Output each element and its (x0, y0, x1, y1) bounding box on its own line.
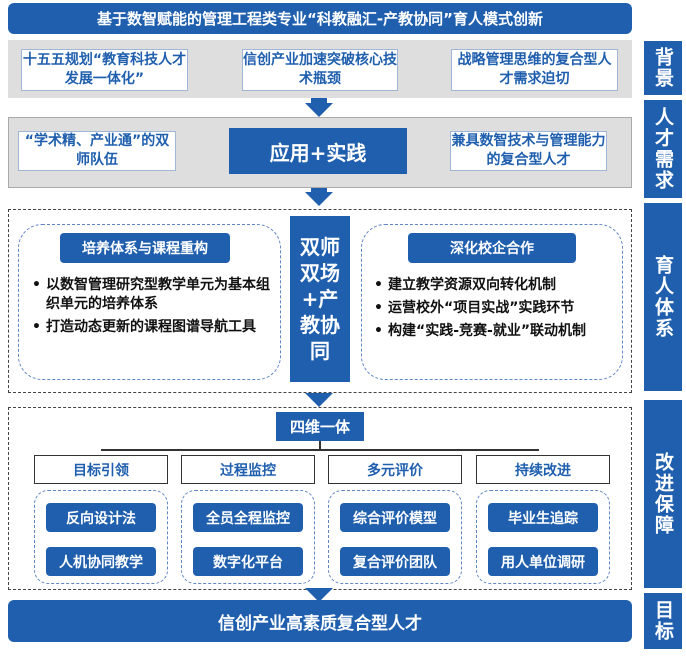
demand-teacher-team: “学术精、产业通”的双师队伍 (18, 131, 176, 171)
guarantee-item: 人机协同教学 (46, 547, 156, 576)
system-right-list: •建立教学资源双向转化机制 •运营校外“项目实战”实践环节 •构建“实践-竞赛-… (374, 276, 614, 345)
side-label-demand: 人才需求 (644, 100, 682, 198)
guarantee-item: 综合评价模型 (340, 503, 450, 532)
system-right-title: 深化校企合作 (408, 233, 576, 263)
diagram-title: 基于数智赋能的管理工程类专业“科教融汇-产教协同”育人模式创新 (8, 3, 632, 34)
guarantee-column-panel (476, 490, 610, 584)
background-item-plan: 十五五规划“教育科技人才发展一体化” (21, 49, 188, 91)
connector-line (319, 441, 321, 450)
system-frame (8, 209, 632, 393)
guarantee-item: 全员全程监控 (193, 503, 303, 532)
guarantee-item: 反向设计法 (46, 503, 156, 532)
list-item: •建立教学资源双向转化机制 (374, 277, 556, 293)
side-label-system: 育人体系 (644, 203, 682, 391)
guarantee-column-label: 持续改进 (476, 455, 610, 484)
guarantee-column-label: 过程监控 (181, 455, 315, 484)
guarantee-item: 用人单位调研 (488, 547, 598, 576)
demand-talent: 兼具数智技术与管理能力的复合型人才 (450, 131, 607, 171)
side-label-background: 背景 (644, 41, 682, 95)
side-label-goal: 目标 (644, 593, 682, 649)
arrow-stem (311, 98, 327, 104)
down-arrow-icon (305, 393, 333, 407)
background-item-industry: 信创产业加速突破核心技术瓶颈 (242, 49, 398, 91)
guarantee-column-panel (34, 490, 168, 584)
side-label-guarantee: 改进保障 (644, 400, 682, 588)
list-item: •打造动态更新的课程图谱导航工具 (32, 319, 256, 335)
system-left-panel (18, 224, 281, 380)
goal-bar: 信创产业高素质复合型人才 (8, 600, 632, 642)
guarantee-column-panel (328, 490, 462, 584)
guarantee-item: 数字化平台 (193, 547, 303, 576)
down-arrow-icon (305, 103, 333, 117)
system-center: 双师双场+产教协同 (290, 216, 350, 382)
list-item: •运营校外“项目实战”实践环节 (374, 300, 575, 316)
guarantee-column-panel (181, 490, 315, 584)
guarantee-header: 四维一体 (276, 412, 364, 441)
guarantee-item: 复合评价团队 (340, 547, 450, 576)
arrow-stem (311, 188, 327, 193)
list-item: •构建“实践-竞赛-就业”联动机制 (374, 323, 587, 339)
background-item-strategy: 战略管理思维的复合型人才需求迫切 (451, 49, 618, 91)
connector-line (101, 449, 539, 451)
down-arrow-icon (305, 588, 333, 602)
down-arrow-icon (305, 192, 333, 206)
guarantee-column-label: 多元评价 (328, 455, 462, 484)
demand-center: 应用+实践 (229, 128, 407, 174)
list-item: •以数智管理研究型教学单元为基本组织单元的培养体系 (32, 277, 270, 312)
guarantee-column-label: 目标引领 (34, 455, 168, 484)
guarantee-item: 毕业生追踪 (488, 503, 598, 532)
system-left-title: 培养体系与课程重构 (60, 233, 230, 263)
system-right-panel (361, 224, 623, 380)
system-left-list: •以数智管理研究型教学单元为基本组织单元的培养体系 •打造动态更新的课程图谱导航… (32, 276, 270, 341)
